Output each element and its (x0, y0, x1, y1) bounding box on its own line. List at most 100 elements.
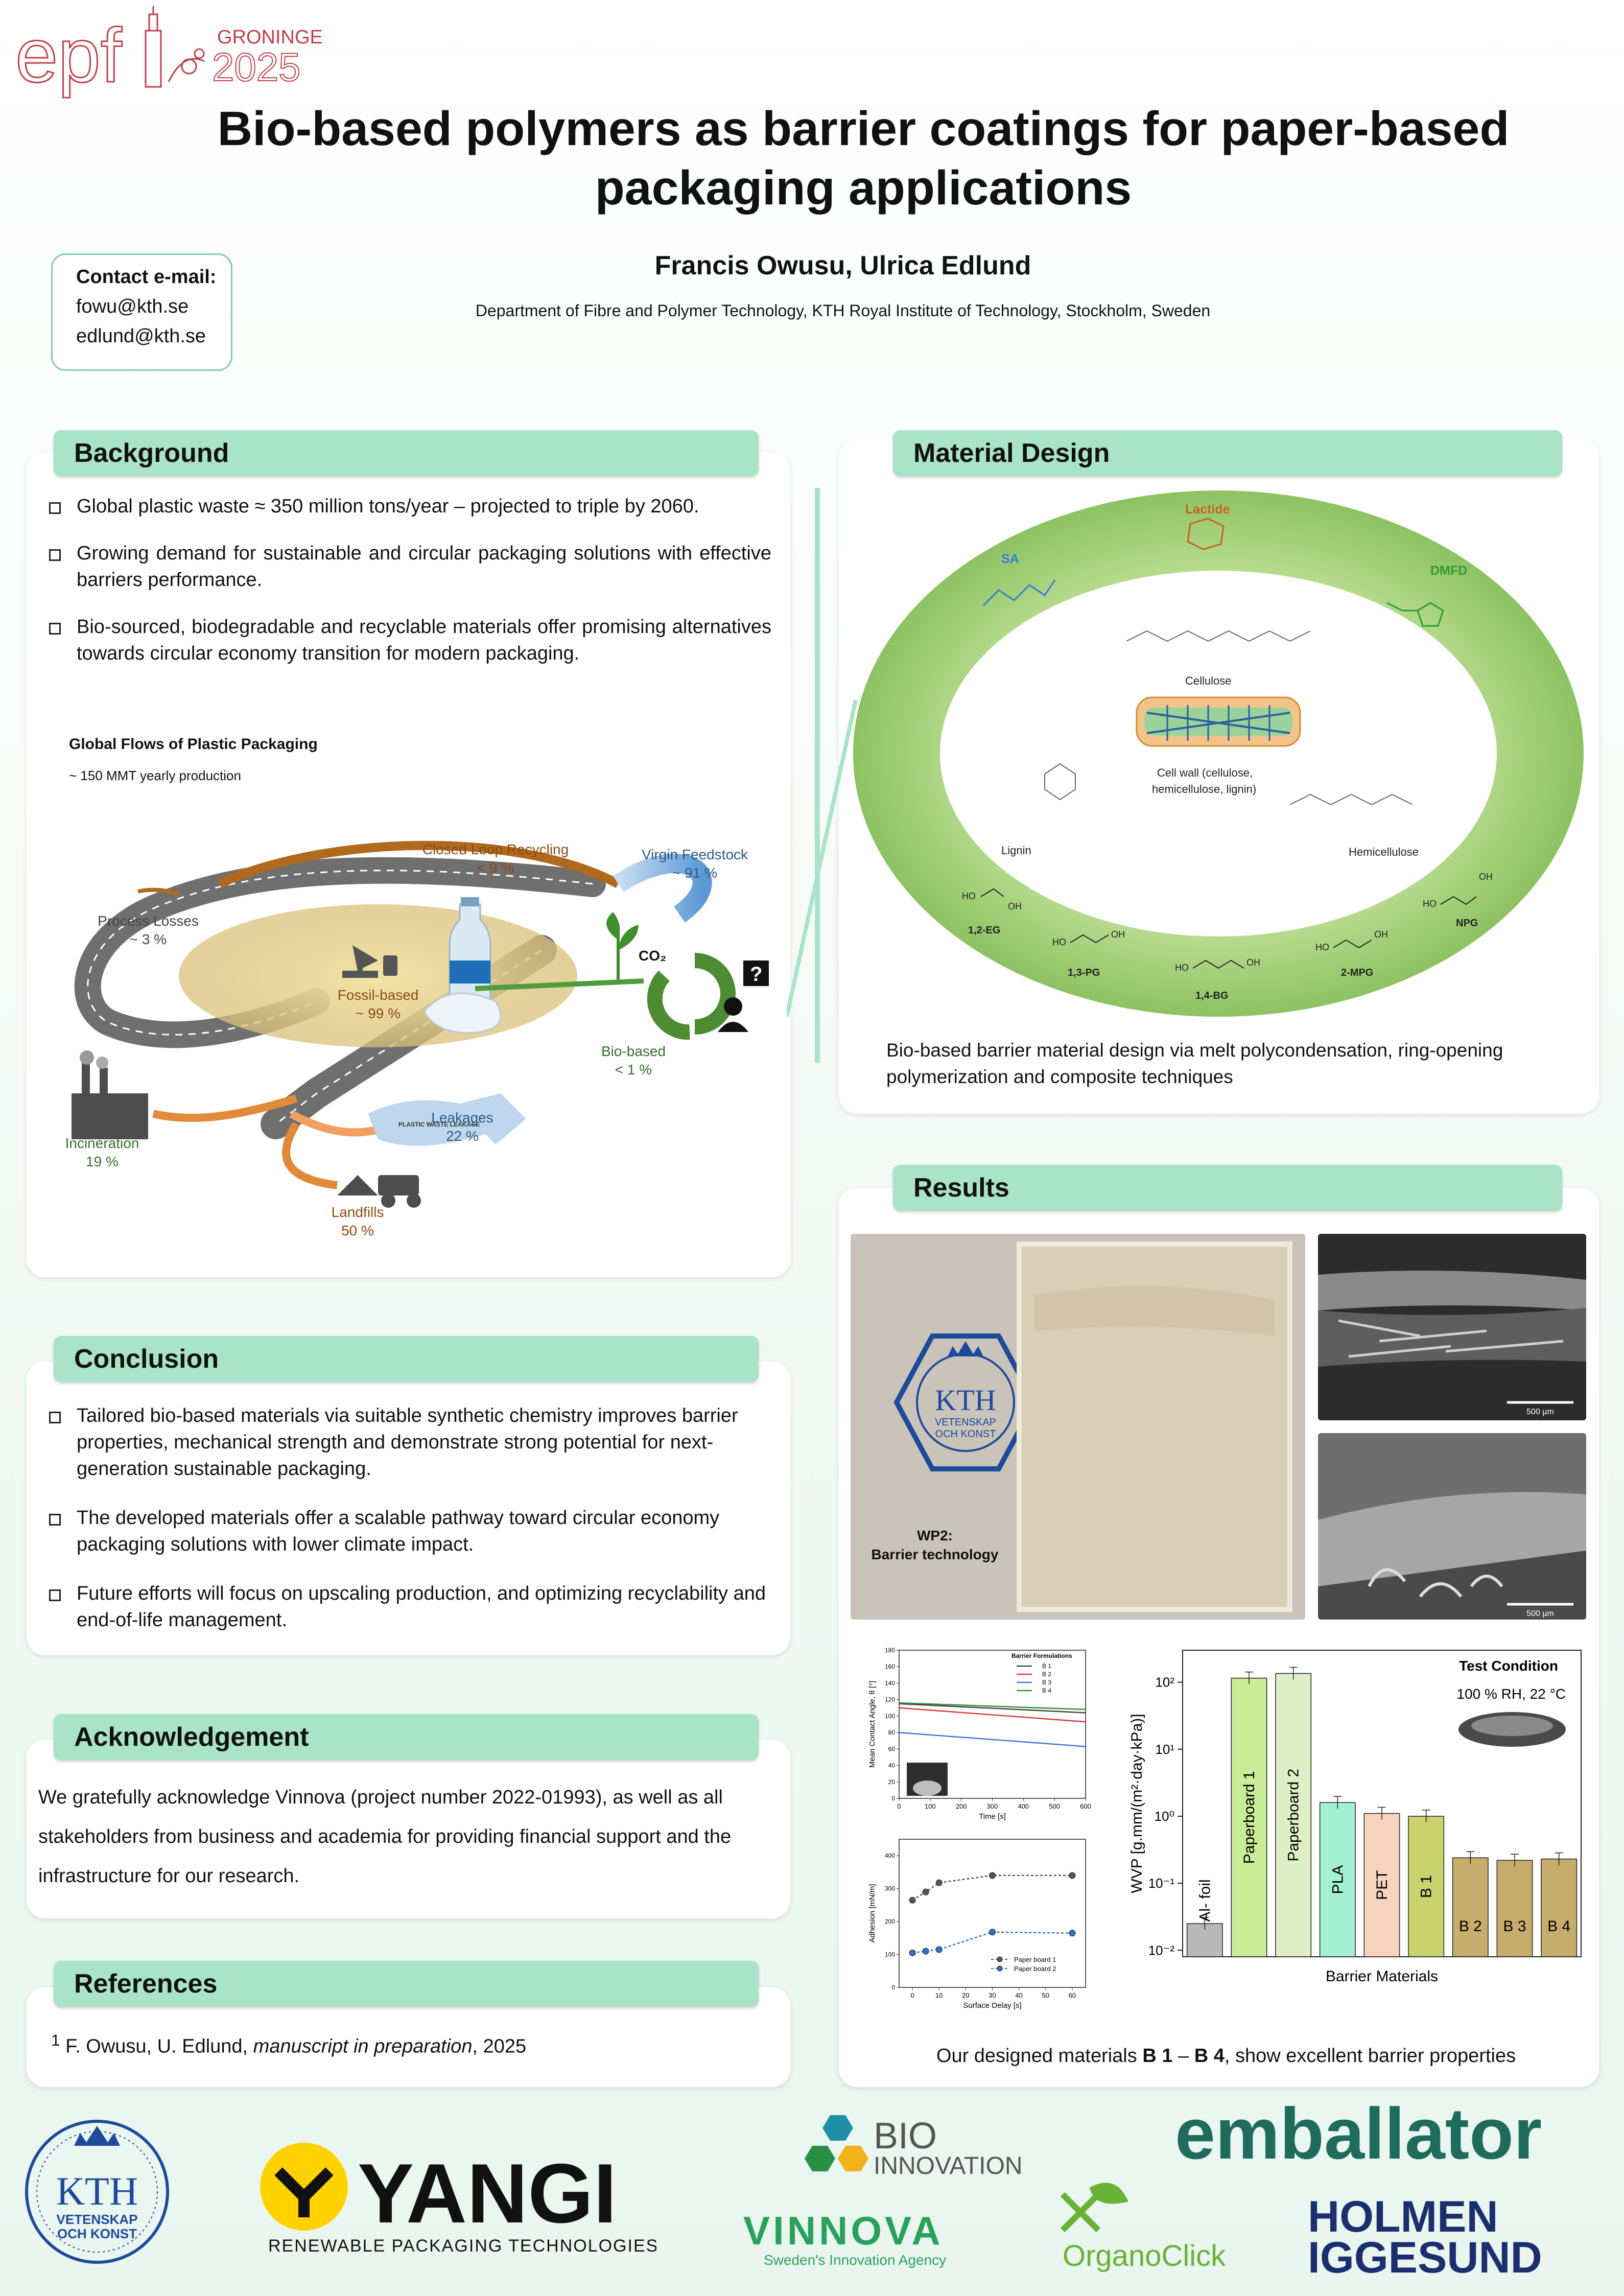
conclusion-bullet-1: Tailored bio-based materials via suitabl… (46, 1402, 771, 1482)
cell-wall-label-2: hemicellulose, lignin) (1152, 783, 1256, 795)
series-line-1 (912, 1875, 1072, 1901)
acknowledgement-text: We gratefully acknowledge Vinnova (proje… (38, 1787, 732, 1887)
results-caption-b4: B 4 (1194, 2045, 1225, 2067)
sem-scale-2: 500 µm (1526, 1609, 1554, 1618)
y-tick-label: 160 (885, 1663, 895, 1670)
leakage-cloud-label: PLASTIC WASTE LEAKAGE (398, 1121, 480, 1128)
circular-arrows-icon (647, 953, 736, 1040)
x-tick-label: 50 (1042, 1992, 1049, 1999)
y-tick-label: 100 (885, 1713, 895, 1720)
results-caption: Our designed materials B 1 – B 4, show e… (838, 2045, 1614, 2067)
conference-year: 2025 (212, 44, 301, 89)
authors: Francis Owusu, Ulrica Edlund (654, 251, 1031, 280)
legend-entry: B 1 (1042, 1662, 1051, 1670)
question-mark: ? (750, 963, 762, 986)
wp2-label: WP2: (917, 1528, 953, 1543)
crown-icon (74, 2126, 120, 2146)
conclusion-panel (27, 1362, 790, 1655)
kth-logo-line2: OCH KONST (57, 2226, 137, 2241)
virgin-feedstock-arrow (613, 854, 712, 923)
factory-icon (72, 1050, 148, 1139)
vinnova-tagline: Sweden's Innovation Agency (764, 2252, 946, 2268)
incineration-label: Incineration 19 % (46, 1134, 158, 1171)
background-bullet-1: Global plastic waste ≈ 350 million tons/… (46, 493, 771, 520)
bio-innovation-line1: BIO (874, 2116, 937, 2157)
closed-loop-text: Closed Loop Recycling (422, 841, 569, 857)
bar-3 (1275, 1673, 1312, 1957)
leakages-value: 22 % (446, 1128, 479, 1144)
fossil-text: Fossil-based (337, 987, 419, 1003)
reference-1: 1 F. Owusu, U. Edlund, manuscript in pre… (51, 2031, 526, 2058)
holmen-iggesund-logo: HOLMEN IGGESUND (1308, 2192, 1542, 2279)
process-loss-arrow (137, 887, 180, 896)
eg-label: 1,2-EG (968, 925, 1000, 936)
references-heading: References (54, 1961, 759, 2007)
diol-structures: HO OH 1,2-EG HO OH 1,3-PG HO OH 1,4-BG H… (962, 872, 1493, 1001)
conclusion-bullet-3: Future efforts will focus on upscaling p… (46, 1580, 771, 1633)
hemicellulose-label: Hemicellulose (1349, 846, 1419, 858)
vinnova-name: VINNOVA (743, 2210, 944, 2253)
bar-5 (1363, 1813, 1400, 1957)
x-axis-label: Time [s] (979, 1812, 1006, 1821)
bio-based-value: < 1 % (615, 1062, 652, 1077)
bio-based-label: Bio-based < 1 % (577, 1042, 690, 1079)
y-tick-label: 10¹ (1155, 1742, 1174, 1757)
y-axis-label: Adhesion [mN/m] (868, 1884, 877, 1942)
incineration-value: 19 % (86, 1154, 119, 1169)
y-tick-label: 140 (885, 1679, 895, 1686)
biomass-center (940, 571, 1497, 936)
acknowledgement-heading: Acknowledgement (54, 1714, 759, 1760)
process-losses-text: Process Losses (98, 913, 199, 929)
organoclick-leaf-icon (1060, 2183, 1128, 2233)
legend-entry: Paper board 1 (1014, 1956, 1056, 1963)
vinnova-logo: VINNOVA Sweden's Innovation Agency (743, 2210, 946, 2268)
kth-logo: KTH VETENSKAP OCH KONST (25, 2120, 169, 2264)
sem-image-1: 500 µm (1318, 1234, 1586, 1420)
iggesund-name: IGGESUND (1308, 2233, 1542, 2279)
landfill-arrow (282, 1121, 338, 1189)
process-losses-value: ~ 3 % (129, 931, 167, 947)
poster-title-line2: packaging applications (595, 160, 1132, 215)
contact-email-1[interactable]: fowu@kth.se (76, 296, 189, 317)
virgin-feedstock-label: Virgin Feedstock ~ 91 % (618, 846, 771, 882)
kth-hexagon-logo: KTH VETENSKAP OCH KONST (893, 1333, 1038, 1471)
background-bullets: Global plastic waste ≈ 350 million tons/… (46, 493, 771, 687)
y-tick-label: 10² (1155, 1675, 1174, 1690)
y-tick-label: 120 (885, 1696, 895, 1703)
landfills-label: Landfills 50 % (301, 1203, 414, 1240)
poster-title-line1: Bio-based polymers as barrier coatings f… (217, 102, 1510, 156)
sem-image-2: 500 µm (1318, 1433, 1586, 1620)
npg-oh: OH (1479, 872, 1493, 882)
cell-wall-icon (1136, 696, 1301, 747)
data-point (909, 1896, 916, 1904)
acknowledgement-panel (27, 1740, 790, 1918)
organoclick-name: OrganoClick (1063, 2239, 1226, 2272)
legend-entry: B 2 (1042, 1671, 1051, 1678)
y-tick-label: 400 (885, 1852, 895, 1859)
x-tick-label: 20 (962, 1992, 969, 1999)
y-tick-label: 0 (891, 1795, 895, 1802)
bg-oh: OH (1246, 957, 1260, 968)
background-bullet-2: Growing demand for sustainable and circu… (46, 540, 771, 593)
contact-box: Contact e-mail: fowu@kth.se edlund@kth.s… (51, 253, 232, 371)
sprout-icon (606, 912, 639, 981)
fossil-value: ~ 99 % (356, 1005, 401, 1021)
dmfd-structure (1417, 602, 1444, 627)
x-tick-label: 10 (935, 1992, 943, 1999)
photo-kth-name: KTH (935, 1384, 996, 1417)
y-tick-label: 80 (888, 1729, 896, 1736)
leakages-text: Leakages (431, 1110, 493, 1126)
bar-label: PLA (1329, 1865, 1346, 1894)
contact-email-2[interactable]: edlund@kth.se (76, 325, 206, 347)
legend-marker (997, 1956, 1003, 1962)
sem-scale-1: 500 µm (1526, 1408, 1554, 1416)
pg-ho: HO (1052, 937, 1066, 947)
results-caption-dash: – (1172, 2045, 1194, 2067)
bar-label: PET (1374, 1870, 1391, 1900)
closed-loop-arrow (218, 840, 621, 888)
co2-label: CO₂ (639, 948, 666, 964)
y-tick-label: 0 (891, 1984, 895, 1991)
plastic-flows-diagram: CO₂ ? PLASTIC WASTE LEAKAGE (72, 840, 769, 1208)
data-point (935, 1879, 943, 1886)
